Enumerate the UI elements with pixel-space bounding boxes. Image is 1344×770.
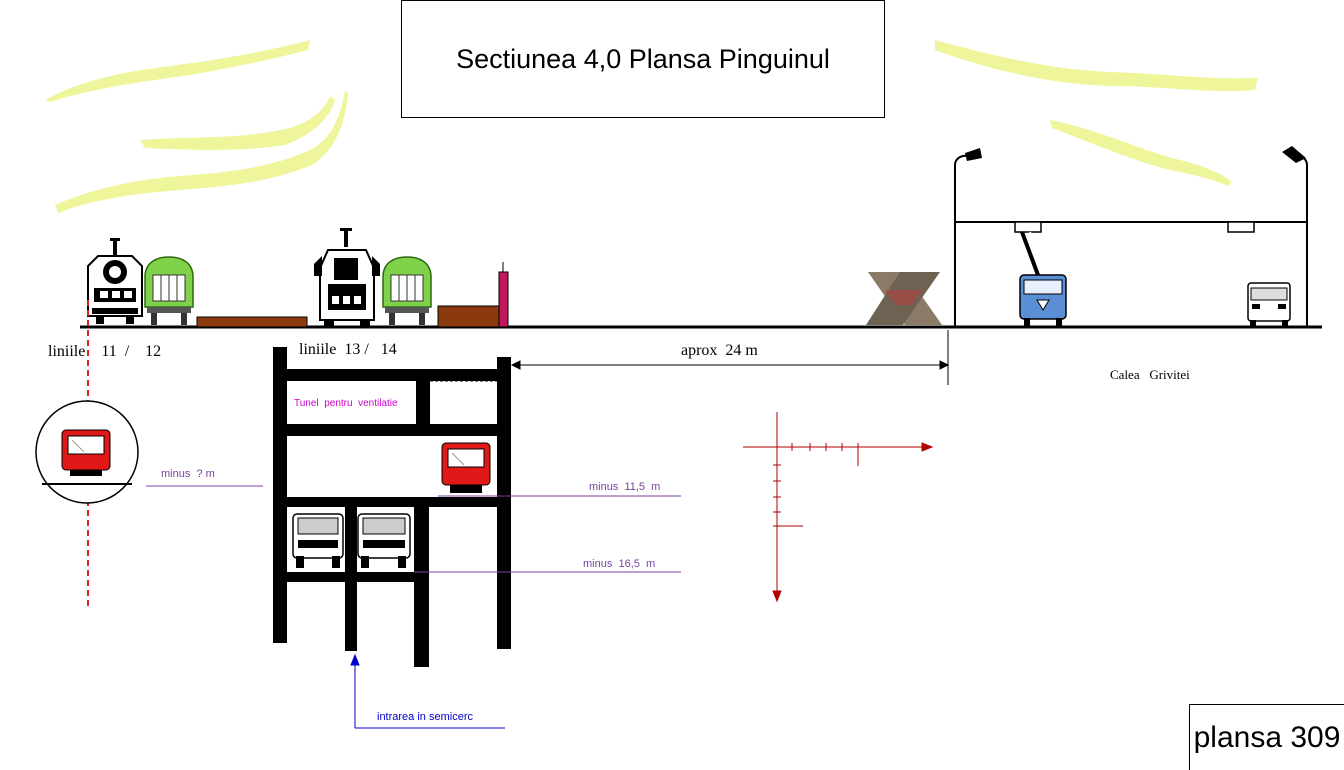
- label-depth-16-5: minus 16,5 m: [583, 558, 656, 570]
- underground-bus-1: [292, 513, 344, 568]
- trolleybus: [1019, 231, 1067, 326]
- label-entrance: intrarea in semicerc: [377, 711, 473, 723]
- cloud-strokes: [45, 40, 1258, 213]
- street-lamp-left: [965, 148, 982, 161]
- green-wagon-left: [144, 256, 194, 325]
- label-street: Calea Grivitei: [1110, 367, 1190, 382]
- street-lamp-right: [1282, 146, 1306, 163]
- underground-structure: [273, 347, 511, 667]
- bus-right: [1247, 282, 1291, 326]
- platform-middle: [437, 305, 501, 328]
- depth-lines: [146, 485, 681, 573]
- metro-car-left: [61, 429, 111, 476]
- distance-arrow: [510, 330, 950, 385]
- plate-number: plansa 309: [1189, 704, 1344, 770]
- underground-bus-2: [357, 513, 411, 568]
- entrance-arrow: [350, 653, 505, 729]
- platform-left: [196, 316, 308, 328]
- penguin-monument: [866, 272, 942, 325]
- label-distance: aprox 24 m: [681, 342, 758, 359]
- label-lines-11-12: liniile 11 / 12: [48, 343, 162, 360]
- page-title: Sectiunea 4,0 Plansa Pinguinul: [401, 0, 885, 118]
- red-axis-cross: [743, 412, 934, 603]
- steam-locomotive-middle: [314, 228, 380, 327]
- metro-car-right: [441, 442, 491, 493]
- signal-post: [498, 271, 509, 328]
- steam-locomotive-left: [87, 238, 143, 324]
- label-depth-11-5: minus 11,5 m: [589, 481, 661, 493]
- label-lines-13-14: liniile 13 / 14: [299, 341, 397, 358]
- label-ventilation-tunnel: Tunel pentru ventilatie: [294, 398, 398, 409]
- green-wagon-middle: [382, 256, 432, 325]
- label-depth-unknown: minus ? m: [161, 468, 215, 480]
